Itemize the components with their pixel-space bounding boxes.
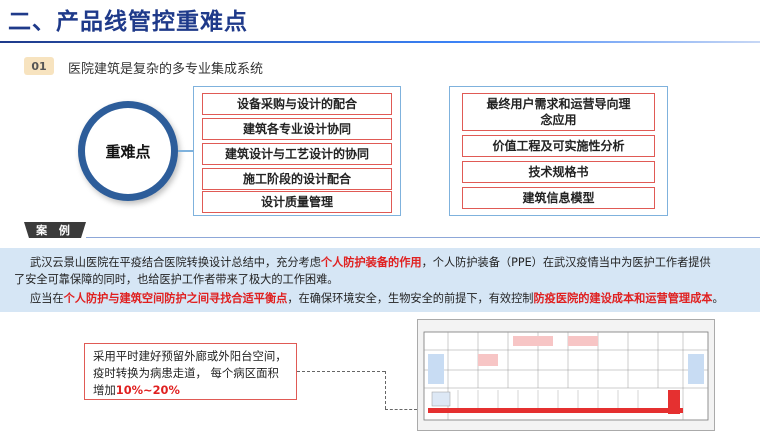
- difficulty-item: 价值工程及可实施性分析: [462, 135, 655, 157]
- case-paragraph-1: 武汉云景山医院在平疫结合医院转换设计总结中，充分考虑个人防护装备的作用，个人防护…: [30, 254, 711, 270]
- case-text: 应当在: [30, 292, 64, 305]
- right-difficulty-group: 最终用户需求和运营导向理念应用 价值工程及可实施性分析 技术规格书 建筑信息模型: [449, 86, 668, 216]
- case-description: 武汉云景山医院在平疫结合医院转换设计总结中，充分考虑个人防护装备的作用，个人防护…: [0, 248, 760, 312]
- note-line: 增加10%~20%: [93, 382, 288, 399]
- circle-connector-line: [178, 150, 194, 152]
- case-tag: 案 例: [24, 222, 86, 238]
- difficulty-item: 建筑各专业设计协同: [202, 118, 392, 140]
- note-text: 增加: [93, 383, 116, 397]
- case-text: 武汉云景山医院在平疫结合医院转换设计总结中，充分考虑: [30, 256, 321, 269]
- case-text: ，在确保环境安全，生物安全的前提下，有效控制: [287, 292, 534, 305]
- note-line: 疫时转换为病患走道， 每个病区面积: [93, 366, 279, 380]
- case-text: ，个人防护装备（PPE）在武汉疫情当中为医护工作者提供: [421, 256, 711, 269]
- difficulty-item: 施工阶段的设计配合: [202, 168, 392, 190]
- case-highlight: 个人防护与建筑空间防护之间寻找合适平衡点: [63, 292, 288, 305]
- key-difficulty-label: 重难点: [85, 108, 171, 194]
- difficulty-item: 技术规格书: [462, 161, 655, 183]
- note-line: 采用平时建好预留外廊或外阳台空间，: [93, 349, 287, 363]
- difficulty-item: 设备采购与设计的配合: [202, 93, 392, 115]
- left-difficulty-group: 设备采购与设计的配合 建筑各专业设计协同 建筑设计与工艺设计的协同 施工阶段的设…: [193, 86, 401, 216]
- difficulty-item: 设计质量管理: [202, 191, 392, 213]
- page-title: 二、产品线管控重难点: [8, 9, 248, 35]
- case-highlight: 个人防护装备的作用: [320, 256, 422, 269]
- key-difficulty-circle: 重难点: [78, 101, 178, 201]
- callout-dashed-line: [385, 371, 386, 409]
- note-highlight: 10%~20%: [115, 383, 180, 397]
- case-paragraph-2: 应当在个人防护与建筑空间防护之间寻找合适平衡点，在确保环境安全，生物安全的前提下…: [30, 290, 724, 306]
- floor-plan-image: [417, 319, 715, 431]
- difficulty-item: 建筑信息模型: [462, 187, 655, 209]
- case-paragraph-1-cont: 了安全可靠保障的同时，也给医护工作者带来了极大的工作困难。: [14, 273, 339, 286]
- title-divider: [0, 41, 760, 43]
- section-number-badge: 01: [24, 57, 54, 75]
- difficulty-item: 建筑设计与工艺设计的协同: [202, 143, 392, 165]
- section-heading: 医院建筑是复杂的多专业集成系统: [68, 62, 264, 77]
- callout-dashed-line: [385, 409, 417, 410]
- floor-plan-drawing: [418, 320, 714, 430]
- difficulty-item: 最终用户需求和运营导向理念应用: [462, 93, 655, 131]
- callout-dashed-line: [297, 371, 385, 372]
- case-divider: [86, 237, 760, 238]
- case-highlight: 防疫医院的建设成本和运营管理成本: [533, 292, 713, 305]
- case-text: 。: [712, 292, 724, 305]
- design-note: 采用平时建好预留外廊或外阳台空间， 疫时转换为病患走道， 每个病区面积 增加10…: [84, 343, 297, 400]
